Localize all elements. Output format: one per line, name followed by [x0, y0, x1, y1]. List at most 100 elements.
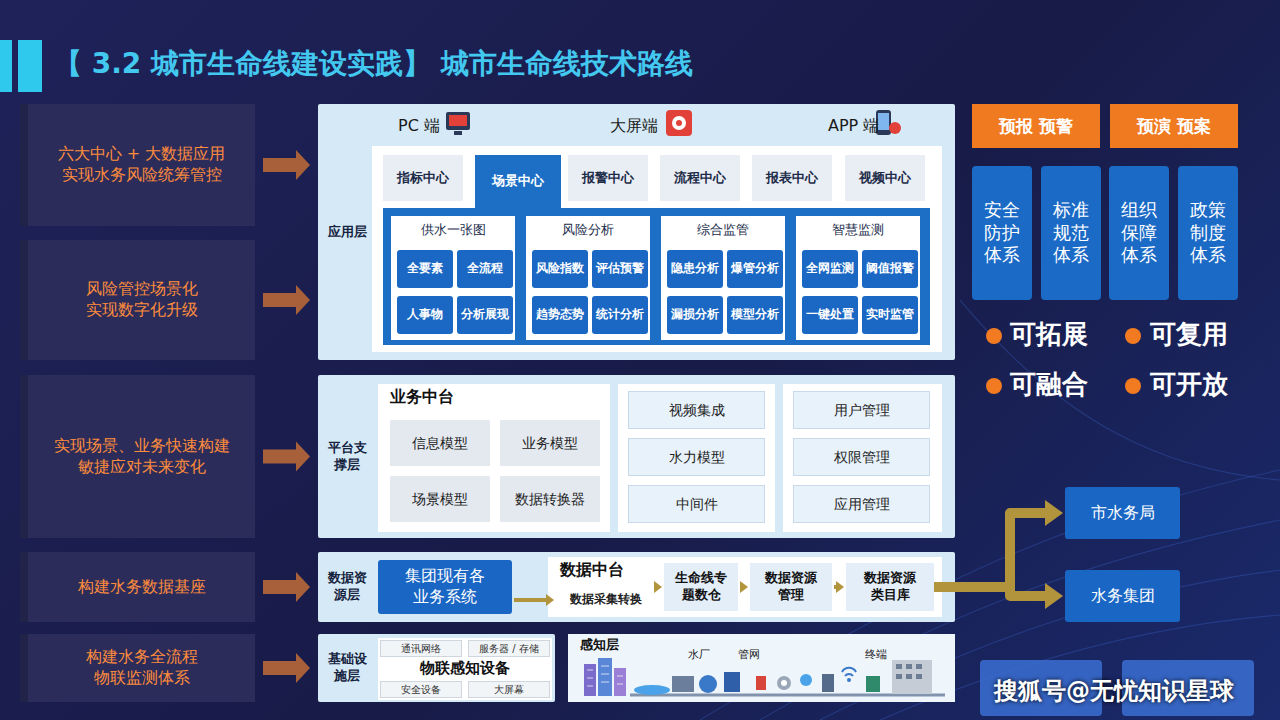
arrow-head: [296, 442, 310, 472]
lbtn-box: 水力模型: [628, 438, 765, 476]
wbox-box: 业务中台信息模型业务模型场景模型数据转换器: [378, 384, 610, 532]
node-text: 感知层: [580, 637, 943, 654]
node-text: 趋势态势: [536, 307, 584, 323]
node-text: 应用管理: [834, 495, 890, 513]
label-text: 水厂: [688, 648, 710, 662]
btn-box: 隐患分析: [667, 250, 723, 288]
gbtn-box: 数据转换器: [500, 476, 600, 522]
lbtn-box: 权限管理: [793, 438, 930, 476]
vblue-box: 安全防护体系: [972, 166, 1032, 300]
lbtn-box: 中间件: [628, 485, 765, 523]
tabsel-box: 场景中心: [475, 155, 561, 208]
btn-box: 实时监管: [862, 296, 918, 334]
wbox-box: 数据中台数据采集转换生命线专题数仓数据资源管理数据资源类目库: [548, 557, 942, 617]
node-text: 物联感知设备: [420, 659, 510, 679]
node-text: 生命线专题数仓: [673, 570, 729, 604]
node-text: 平台支撑层: [322, 440, 372, 474]
node-text: 综合监管: [661, 222, 785, 239]
label-text: 可融合: [1010, 368, 1088, 402]
left-box: 六大中心 + 大数据应用 实现水务风险统筹管控: [20, 104, 255, 226]
tab-box: 指标中心: [383, 155, 463, 201]
node-text: 实现场景、业务快速构建 敏捷应对未来变化: [51, 436, 233, 478]
arrow-head: [836, 581, 844, 593]
node-text: 数据资源管理: [763, 570, 819, 604]
label-text: 管网: [738, 648, 760, 662]
label-text: PC 端: [398, 116, 440, 137]
label-text: 可复用: [1150, 318, 1228, 352]
connector: [263, 150, 310, 180]
panel-box: 应用层指标中心场景中心报警中心流程中心报表中心视频中心供水一张图全要素全流程人事…: [318, 104, 955, 360]
node-text: 六大中心 + 大数据应用 实现水务风险统筹管控: [57, 144, 227, 186]
node-text: 市水务局: [1091, 503, 1155, 524]
btn-box: 风险指数: [532, 250, 588, 288]
group-box: 智慧监测全网监测阈值报警一键处置实时监管: [796, 216, 920, 340]
node-text: 业务中台: [390, 387, 598, 408]
connector: [263, 285, 310, 315]
node-text: 统计分析: [596, 307, 644, 323]
label-text-holder: 可拓展: [1010, 318, 1088, 352]
plain-box: 数据采集转换: [556, 588, 656, 612]
node-text: 场景模型: [412, 490, 468, 508]
pc-icon: [446, 112, 470, 135]
node-text: 应用层: [322, 224, 372, 241]
btn-box: 阈值报警: [862, 250, 918, 288]
node-text: 通讯网络: [401, 642, 441, 655]
orange-box: 预报 预警: [972, 104, 1100, 148]
sense-box: 感知层: [568, 634, 955, 702]
node-text: 全流程: [467, 261, 503, 277]
connector: [514, 594, 554, 606]
connector: [834, 581, 844, 593]
label-text: 可拓展: [1010, 318, 1088, 352]
node-text: 预演 预案: [1137, 115, 1211, 137]
panel-box: 基础设施层物联感知设备通讯网络服务器 / 存储安全设备大屏幕: [318, 634, 555, 702]
title-holder: 【 3.2 城市生命线建设实践】 城市生命线技术路线: [54, 46, 693, 82]
btn-box: 一键处置: [802, 296, 858, 334]
node-text: 供水一张图: [391, 222, 515, 239]
btn-box: 分析展现: [457, 296, 513, 334]
label-text: APP 端: [828, 116, 879, 137]
tab-box: 视频中心: [845, 155, 925, 201]
left-box: 风险管控场景化 实现数字化升级: [20, 240, 255, 360]
arrow-head: [296, 285, 310, 315]
node-text: 政策制度体系: [1189, 199, 1227, 267]
orange-box: 预演 预案: [1110, 104, 1238, 148]
screen-icon: [666, 110, 692, 136]
connector: [263, 572, 310, 602]
arrow-shaft: [263, 450, 296, 464]
label-text-holder: 管网: [738, 648, 760, 662]
arrow-shaft: [263, 293, 296, 307]
node-text: 风险管控场景化 实现数字化升级: [81, 279, 203, 321]
node-text: 基础设施层: [322, 651, 372, 685]
node-text: 一键处置: [806, 307, 854, 323]
btn-box: 全要素: [397, 250, 453, 288]
node-text: 用户管理: [834, 401, 890, 419]
lbtn-box: 应用管理: [793, 485, 930, 523]
vblue-box: 组织保障体系: [1109, 166, 1169, 300]
connector: [934, 500, 1063, 587]
connector: [654, 581, 662, 593]
tiny-box: 通讯网络: [380, 640, 462, 657]
node-text: 标准规范体系: [1052, 199, 1090, 267]
dbox-box: 生命线专题数仓: [664, 563, 738, 611]
label-text-holder: 水厂: [688, 648, 710, 662]
node-text: 爆管分析: [731, 261, 779, 277]
vblue-box: 标准规范体系: [1041, 166, 1101, 300]
gbtn-box: 业务模型: [500, 420, 600, 466]
btn-box: 全网监测: [802, 250, 858, 288]
title-bar: [0, 40, 12, 92]
label-text: 终端: [865, 648, 887, 662]
node-text: 模型分析: [731, 307, 779, 323]
node-text: 全网监测: [806, 261, 854, 277]
arrow-head: [296, 150, 310, 180]
connector: [263, 653, 310, 683]
node-text: 指标中心: [397, 170, 449, 187]
btn-box: 模型分析: [727, 296, 783, 334]
flow-line: [934, 587, 1047, 596]
node-text: 阈值报警: [866, 261, 914, 277]
node-text: 中间件: [676, 495, 718, 513]
arrow-head: [296, 653, 310, 683]
panel-box: 数据资源层集团现有各业务系统数据中台数据采集转换生命线专题数仓数据资源管理数据资…: [318, 552, 955, 622]
arrow-head: [654, 581, 662, 593]
